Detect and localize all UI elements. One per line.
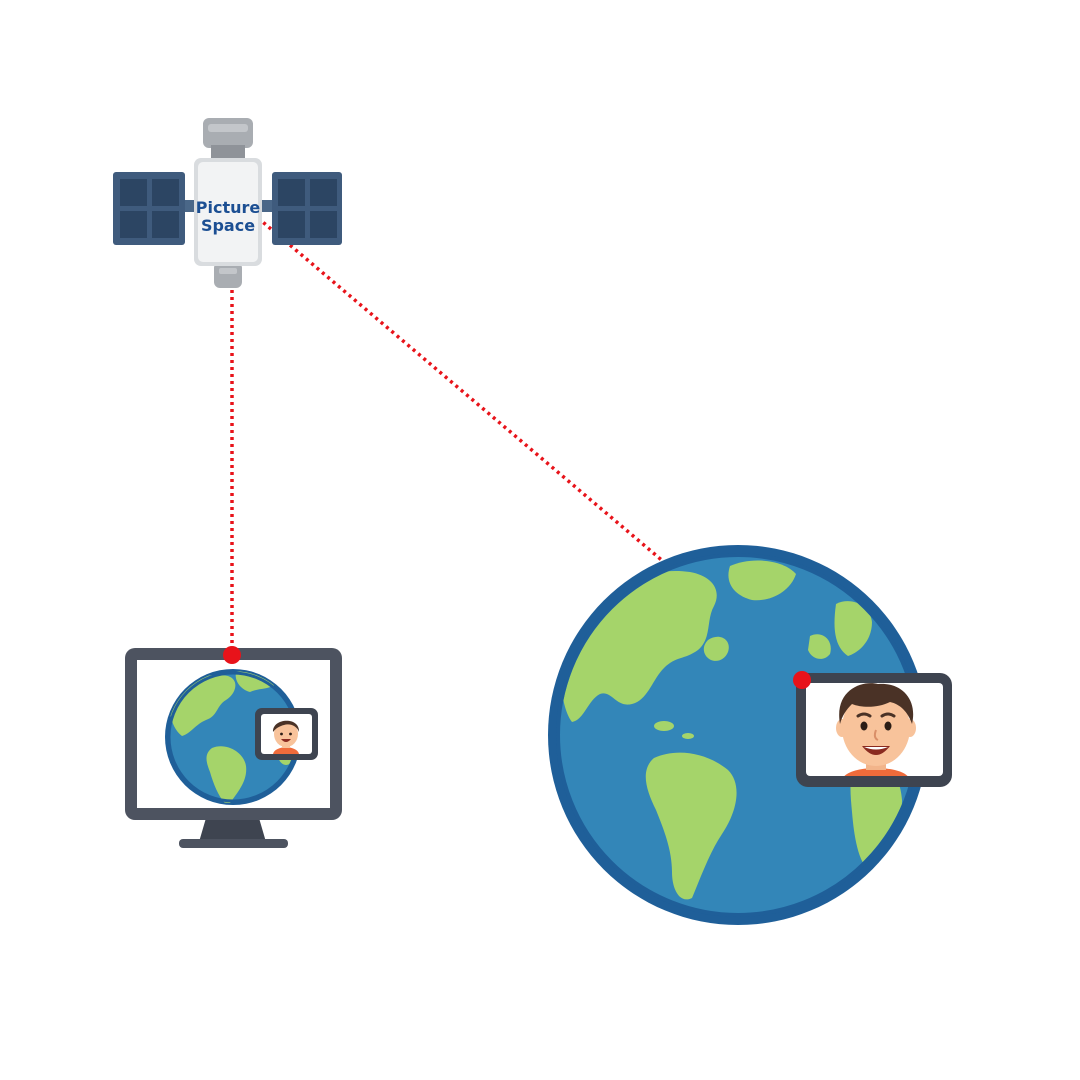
globe-icon-large [548, 545, 928, 925]
connection-lines [230, 216, 804, 681]
satellite-label-line1: Picture [196, 198, 261, 217]
video-call-frame-large [796, 673, 952, 787]
video-call-frame-small [255, 708, 318, 760]
solar-panel-right [272, 172, 342, 245]
monitor-icon [125, 646, 342, 848]
connection-dot-globe [793, 671, 811, 689]
satellite-icon: Picture Space [113, 118, 342, 288]
person-avatar-large [836, 683, 916, 776]
solar-panel-left [113, 172, 185, 245]
globe-icon-small [165, 669, 301, 805]
connection-dot-monitor [223, 646, 241, 664]
satellite-label-line2: Space [201, 216, 255, 235]
person-avatar-small [272, 720, 300, 754]
